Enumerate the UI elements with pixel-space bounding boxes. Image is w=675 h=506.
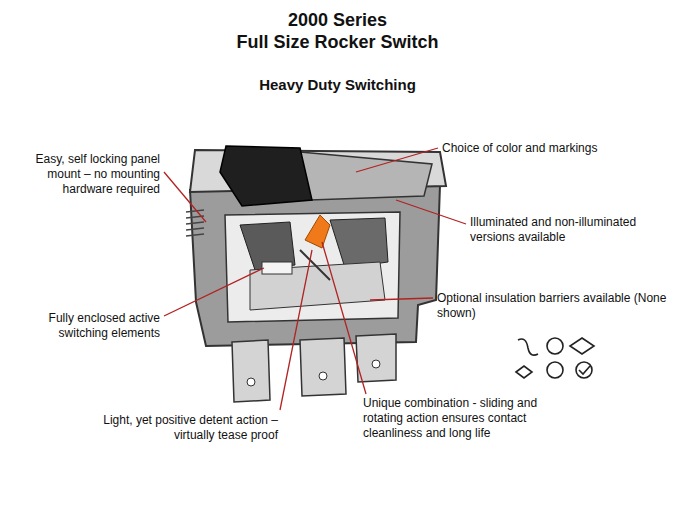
- callout-text: Unique combination - sliding and rotatin…: [363, 396, 571, 441]
- title: 2000 Series: [0, 9, 675, 31]
- title: Full Size Rocker Switch: [0, 31, 675, 53]
- callout-text: Illuminated and non-illuminated versions…: [470, 215, 668, 245]
- callout-text: Fully enclosed active switching elements: [15, 311, 160, 341]
- callout-text: Choice of color and markings: [442, 141, 667, 156]
- callout-text: Easy, self locking panel mount – no moun…: [12, 152, 160, 197]
- subtitle: Heavy Duty Switching: [0, 76, 675, 94]
- callout-text: Optional insulation barriers available (…: [437, 291, 669, 321]
- callout-text: Light, yet positive detent action – virt…: [90, 413, 278, 443]
